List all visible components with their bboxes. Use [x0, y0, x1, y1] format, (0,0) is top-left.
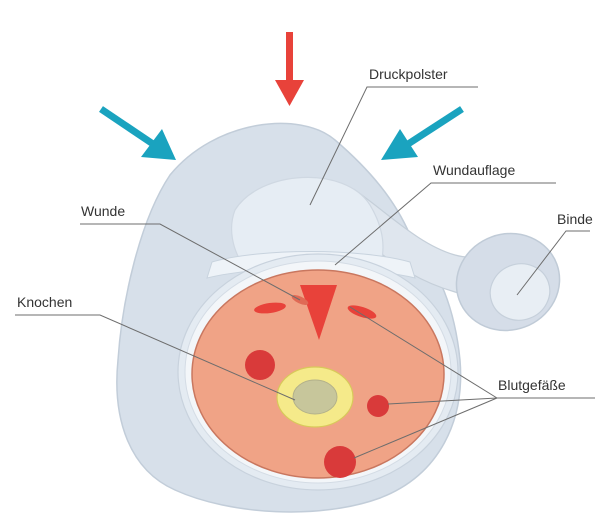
- label-bone: Knochen: [17, 294, 72, 310]
- label-bandage: Binde: [557, 211, 593, 227]
- blood-vessel-right: [367, 395, 389, 417]
- label-wound-dressing: Wundauflage: [433, 162, 515, 178]
- side-arrow-right: [381, 109, 462, 160]
- label-blood-vessels: Blutgefäße: [498, 377, 566, 393]
- bone-core: [293, 380, 337, 414]
- side-arrow-left: [101, 109, 176, 160]
- label-pressure-pad: Druckpolster: [369, 66, 448, 82]
- label-wound: Wunde: [81, 203, 125, 219]
- blood-vessel-left: [245, 350, 275, 380]
- pressure-arrow: [275, 32, 304, 106]
- blood-vessel-bottom: [324, 446, 356, 478]
